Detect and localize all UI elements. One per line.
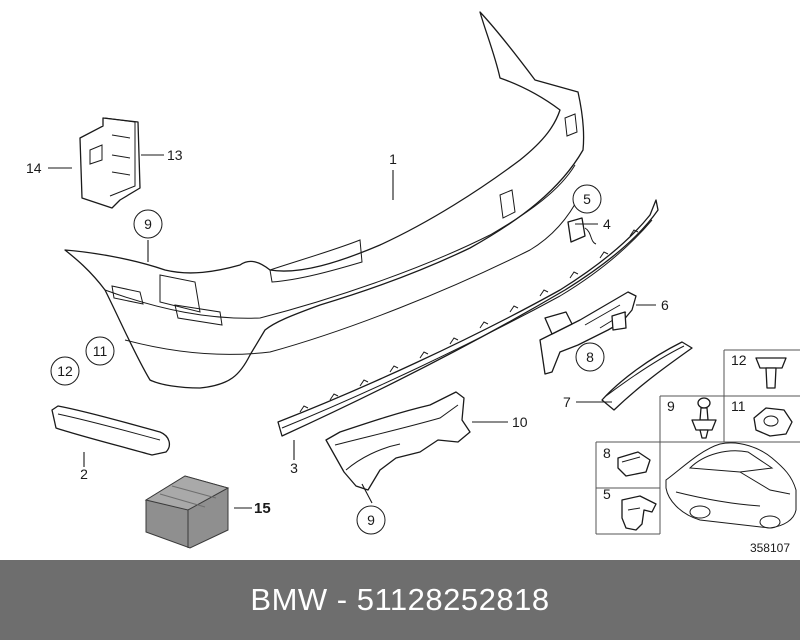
callout-1: 1 <box>389 151 397 167</box>
legend-11: 11 <box>731 398 746 414</box>
lower-bracket[interactable] <box>325 391 471 491</box>
car-outline-icon <box>665 442 797 529</box>
footer-bar: BMW - 51128252818 <box>0 560 800 640</box>
holder-bracket[interactable] <box>79 117 141 209</box>
callout-3: 3 <box>290 460 298 476</box>
side-bracket[interactable] <box>539 291 637 375</box>
parts-box[interactable] <box>144 475 230 549</box>
callout-4: 4 <box>603 216 611 232</box>
legend-9: 9 <box>667 398 675 414</box>
callout-10: 10 <box>512 414 528 430</box>
callout-11: 11 <box>93 343 108 359</box>
bumper-trim-panel[interactable] <box>64 11 585 389</box>
clip-part[interactable] <box>567 217 597 245</box>
legend-8: 8 <box>603 445 611 461</box>
push-clip-icon <box>691 397 717 439</box>
callout-9-top: 9 <box>144 216 152 232</box>
side-trim-strip[interactable] <box>51 405 171 456</box>
callout-8: 8 <box>586 349 594 365</box>
drawing-number: 358107 <box>750 541 790 555</box>
legend-5: 5 <box>603 486 611 502</box>
legend-grid <box>595 349 800 535</box>
hook-icon <box>621 495 657 531</box>
mounting-strip[interactable] <box>277 199 659 437</box>
callout-9-bottom: 9 <box>367 512 375 528</box>
part-number-caption: BMW - 51128252818 <box>250 582 550 617</box>
callout-13: 13 <box>167 147 183 163</box>
callout-2: 2 <box>80 466 88 482</box>
callout-12: 12 <box>57 363 73 379</box>
callout-15: 15 <box>254 500 271 517</box>
rivet-icon <box>755 357 787 389</box>
callout-14: 14 <box>26 160 42 176</box>
cap-icon <box>617 451 651 477</box>
callout-7: 7 <box>563 394 571 410</box>
side-piece[interactable] <box>601 341 693 411</box>
callout-6: 6 <box>661 297 669 313</box>
parts-diagram: 1 2 3 4 5 6 7 8 9 9 10 11 12 13 14 15 12… <box>26 11 800 555</box>
nut-icon <box>753 407 793 437</box>
legend-12: 12 <box>731 352 747 368</box>
callout-5: 5 <box>583 191 591 207</box>
